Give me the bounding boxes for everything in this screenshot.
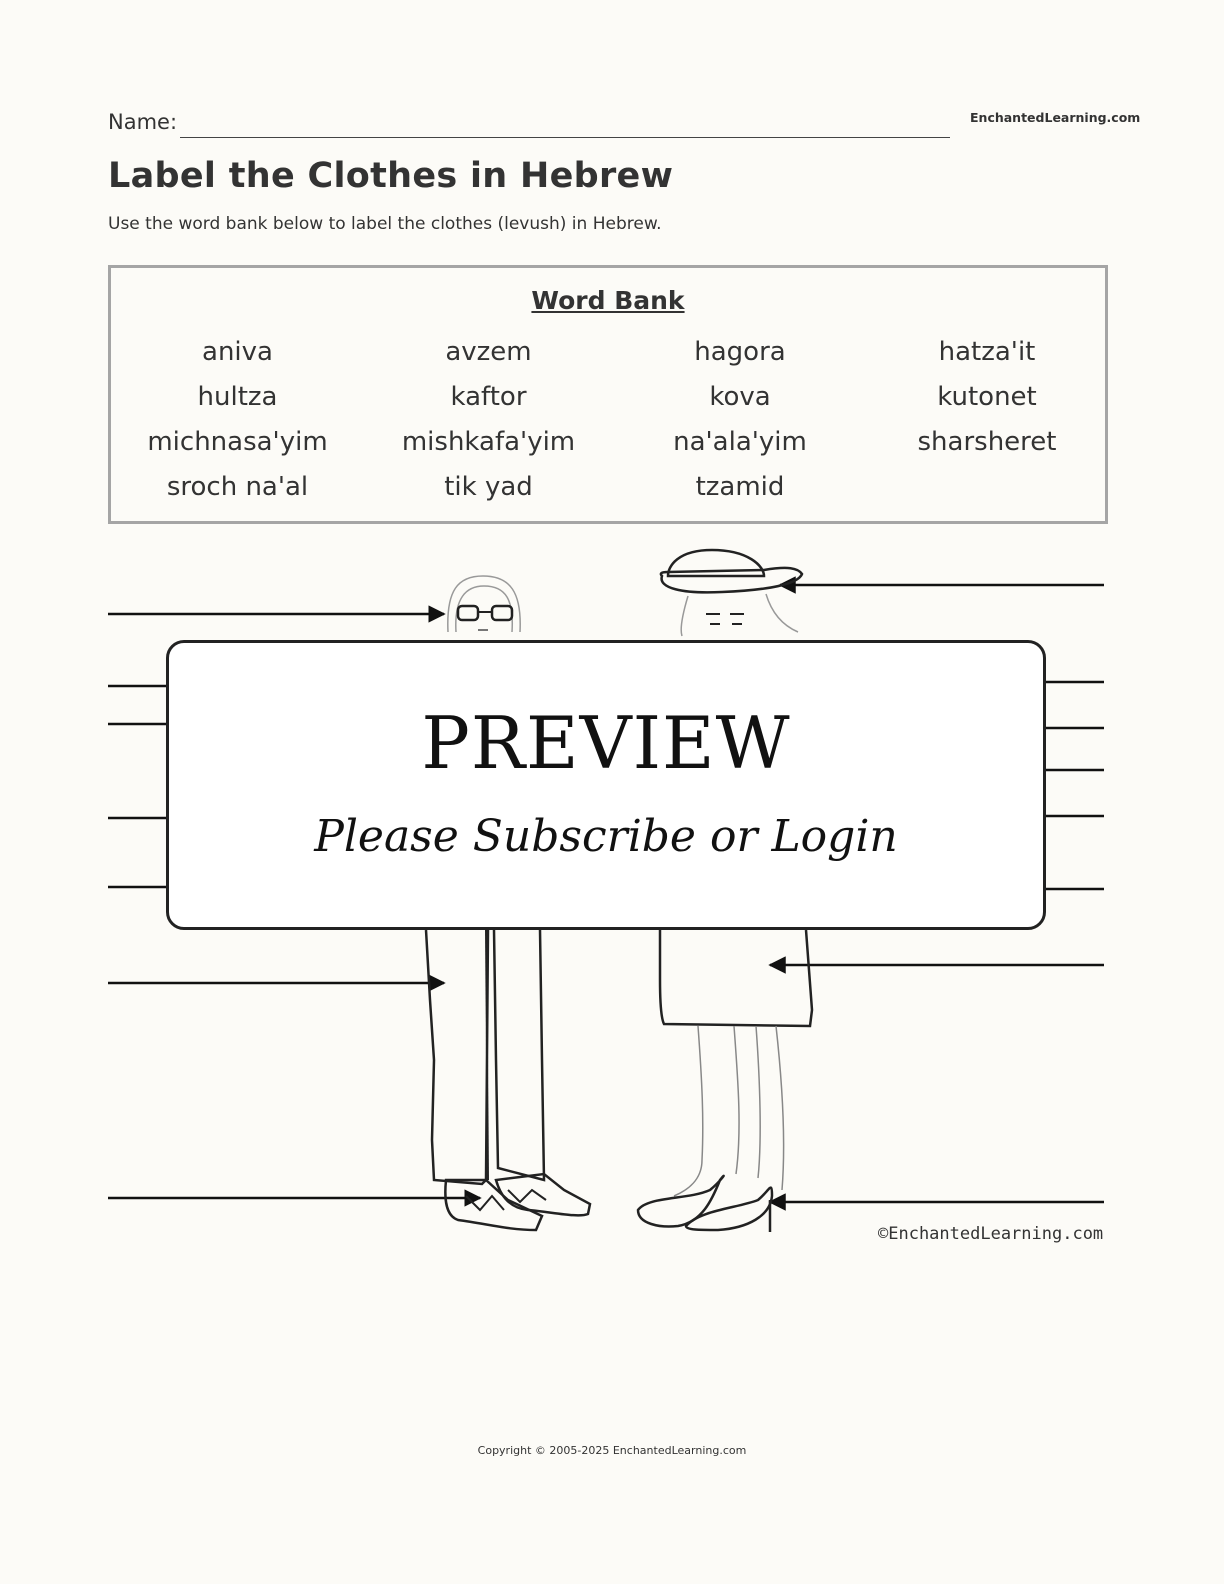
clothes-illustration <box>108 548 1104 1232</box>
preview-overlay[interactable]: PREVIEW Please Subscribe or Login <box>166 640 1046 930</box>
word-bank-item: michnasa'yim <box>147 427 328 457</box>
word-bank-grid: aniva avzem hagora hatza'it hultza kafto… <box>111 330 1111 510</box>
image-credit: ©EnchantedLearning.com <box>878 1224 1104 1244</box>
subscribe-login-prompt[interactable]: Please Subscribe or Login <box>314 811 898 862</box>
word-bank-item: avzem <box>445 337 532 367</box>
name-label: Name: <box>108 110 178 134</box>
word-bank-item: sroch na'al <box>166 472 309 502</box>
word-bank-item: tzamid <box>695 472 785 502</box>
word-bank-item: aniva <box>202 337 273 367</box>
man-figure <box>424 575 592 1232</box>
preview-title: PREVIEW <box>421 701 791 785</box>
word-bank-item: mishkafa'yim <box>401 427 576 457</box>
word-bank-item: na'ala'yim <box>673 427 807 457</box>
word-bank-item: hagora <box>694 337 786 367</box>
copyright-footer: Copyright © 2005-2025 EnchantedLearning.… <box>477 1444 747 1457</box>
page-title: Label the Clothes in Hebrew <box>108 156 674 196</box>
woman-figure <box>636 548 814 1232</box>
word-bank-item: hultza <box>197 382 278 412</box>
word-bank-item: kova <box>709 382 771 412</box>
word-bank-item: kaftor <box>450 382 527 412</box>
word-bank-title: Word Bank <box>531 286 685 315</box>
word-bank-item: sharsheret <box>917 427 1057 457</box>
instructions: Use the word bank below to label the clo… <box>108 214 662 234</box>
word-bank-item: hatza'it <box>938 337 1036 367</box>
word-bank-item: tik yad <box>444 472 533 502</box>
name-write-line <box>180 137 950 138</box>
word-bank: Word Bank aniva avzem hagora hatza'it hu… <box>108 265 1108 524</box>
site-brand: EnchantedLearning.com <box>970 110 1141 125</box>
word-bank-item: kutonet <box>937 382 1037 412</box>
